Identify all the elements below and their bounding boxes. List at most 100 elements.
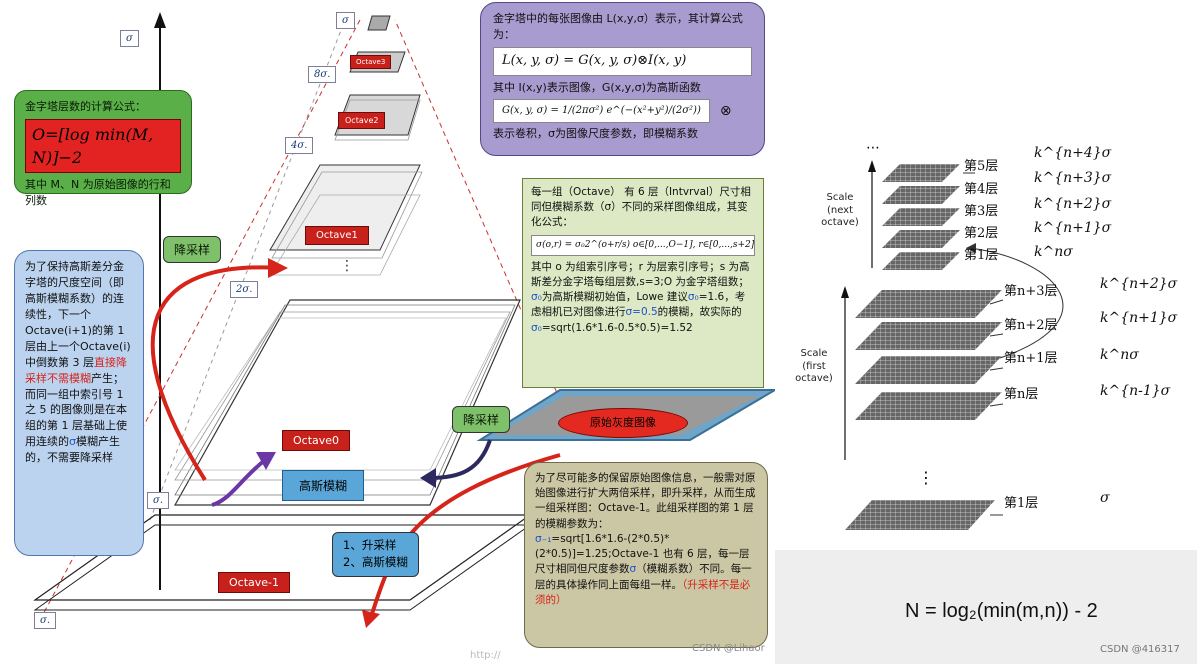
lg-p2a: 其中 o 为组索引序号；r 为层索引序号；s 为高斯差分金字塔每组层数,s=3;… [531,260,750,288]
left-watermark: CSDN @Lihaor [692,643,765,654]
first-slab-n3 [855,290,1002,318]
lg-formula: σ(o,r) = σ₀2^(o+r/s) o∈[0,...,O−1], r∈[0… [531,234,755,256]
downsample-arrow-red [150,265,281,482]
downsample-callout-1: 降采样 [163,236,222,263]
lg-sigma05: σ=0.5 [625,306,658,319]
purple-line1: 金字塔中的每张图像由 L(x,y,σ）表示，其计算公式为： [493,12,743,41]
next-k-1: k^nσ [1034,244,1073,260]
scale-first-label: Scale (first octave) [795,348,833,384]
first-slab-n1 [855,356,1002,384]
purple-formula1: L(x, y, σ) = G(x, y, σ)⊗I(x, y) [493,46,752,76]
lg-sigma0c: σ₀ [531,321,542,334]
left-url: http:// [470,650,501,661]
first-k-n2: k^{n+1}σ [1100,310,1178,326]
svg-text:⋮: ⋮ [340,258,354,274]
octave-minus1-label: Octave-1 [218,572,291,593]
next-slab-4 [882,186,960,204]
lg-sigma0: σ₀ [531,291,542,304]
lg-p2e: =sqrt(1.6*1.6-0.5*0.5)=1.52 [541,321,693,334]
lg-p2d: 的模糊，故实际的 [657,306,742,319]
octave0-slab [173,299,521,506]
octave1-label: Octave1 [305,226,369,245]
first-slab-n2 [855,322,1002,350]
lg-sigma0b: σ₀ [687,291,699,304]
khaki-t2: σ₋₁ [535,532,552,545]
octave-sigma-box: 每一组（Octave） 有 6 层（Intvrval）尺寸相同但模糊系数（σ）不… [522,178,764,388]
first-k-n3: k^{n+2}σ [1100,276,1178,292]
first-k-n: k^{n-1}σ [1100,383,1171,399]
next-slab-5 [882,164,960,182]
next-slab-2 [882,230,960,248]
blue-t5: 模糊产生的，不需要降采样 [25,435,120,465]
next-k-3: k^{n+2}σ [1034,196,1112,212]
next-layer-2: 第2层 [964,226,999,241]
next-slab-3 [882,208,960,226]
upsample-callout: 1、升采样 2、高斯模糊 [332,532,419,577]
layer-count-box: 金字塔层数的计算公式： O=[log min(M, N)]−2 其中 M、N 为… [14,90,192,207]
upsample-box: 为了尽可能多的保留原始图像信息，一般需对原始图像进行扩大两倍采样，即升采样，从而… [524,462,768,648]
tag-top-sigma: σ [336,12,355,29]
first-layer-n: 第n层 [1004,387,1039,402]
pyramid-count-formula: N = log₂(min(m,n)) - 2 [905,600,1098,622]
purple-formula2: G(x, y, σ) = 1/(2πσ²) e^(−(x²+y²)/(2σ²)) [493,98,710,124]
khaki-t3: =sqrt[1.6*1.6-(2*0.5)*(2*0.5)]=1.25;Octa… [535,532,750,576]
first-layer-n2: 第n+2层 [1004,318,1058,333]
first-k-1: σ [1100,490,1110,506]
next-layer-4: 第4层 [964,182,999,197]
first-layer-n1: 第n+1层 [1004,351,1058,366]
khaki-t5: （模糊系数）不同。每一层的具体操作同上面每组一样。 [535,563,752,591]
next-k-5: k^{n+4}σ [1034,145,1112,161]
blue-t4: σ [69,435,76,449]
first-k-n1: k^nσ [1100,347,1139,363]
khaki-t6: （升采样不是必须的） [535,578,751,606]
blue-t1: 为了保持高斯差分金字塔的尺度空间（即高斯模糊系数）的连续性，下一个Octave(… [25,260,131,369]
gaussian-blur-chip: 高斯模糊 [282,470,365,501]
next-layer-5: 第5层 [964,159,999,174]
next-k-2: k^{n+1}σ [1034,220,1112,236]
formula-bar [775,550,1197,664]
downsample-arrow-navy [429,439,492,480]
next-layer-1: 第1层 [964,248,999,263]
octave3-label: Octave3 [350,55,392,69]
downsample-curve [969,247,1064,359]
khaki-t4: σ [629,563,637,576]
next-k-4: k^{n+3}σ [1034,170,1112,186]
blue-t2: 直接降采样不需模糊 [25,355,127,385]
khaki-t1: 为了尽可能多的保留原始图像信息，一般需对原始图像进行扩大两倍采样，即升采样，从而… [535,472,756,530]
next-layer-3: 第3层 [964,204,999,219]
right-watermark: CSDN @416317 [1100,644,1180,655]
right-vdots: ⋮ [918,468,934,487]
lg-p2: 其中 o 为组索引序号；r 为层索引序号；s 为高斯差分金字塔每组层数,s=3;… [531,260,755,336]
octave0-label: Octave0 [282,430,351,451]
purple-line3: 表示卷积，σ为图像尺度参数，即模糊系数 [493,127,698,141]
upsample-arrow-red [368,453,561,621]
tag-2sigma: 2σ. [230,281,259,298]
tag-sigma0: σ. [147,492,170,509]
octave2-label: Octave2 [338,112,386,129]
lg-p2b: 为高斯模糊初始值，Lowe 建议 [541,291,688,304]
sigma-axis-label: σ [120,30,139,47]
next-slab-1 [882,252,960,270]
first-layer-1: 第1层 [1004,496,1039,511]
first-layer-n3: 第n+3层 [1004,284,1058,299]
blue-t3: 产生；而同一组中索引号 1 之 5 的图像则是在本组的第 1 层基础上使用连续的 [25,371,127,449]
original-gray-image-label: 原始灰度图像 [558,408,688,438]
layer-count-formula: O=[log min(M, N)]−2 [25,118,181,174]
otimes-icon: ⊗ [719,102,732,119]
right-top-dots: ⋯ [866,140,880,156]
purple-line2: 其中 I(x,y)表示图像，G(x,y,σ)为高斯函数 [493,80,701,94]
top-slab [367,15,391,31]
lg-p2c: =1.6，考虑相机已对图像进行 [531,291,746,319]
sigma-axis-arrow [154,12,166,28]
upsample-step2: 2、高斯模糊 [343,555,408,570]
gaussian-formula-box: 金字塔中的每张图像由 L(x,y,σ）表示，其计算公式为： L(x, y, σ)… [480,2,765,156]
layer-count-title: 金字塔层数的计算公式： [25,100,146,113]
first-slab-n [855,392,1002,420]
layer-count-note: 其中 M、N 为原始图像的行和列数 [25,178,171,208]
upsample-step1: 1、升采样 [343,538,397,552]
lg-p1: 每一组（Octave） 有 6 层（Intvrval）尺寸相同但模糊系数（σ）不… [531,186,751,229]
tag-4sigma: 4σ. [285,137,314,154]
continuity-box: 为了保持高斯差分金字塔的尺度空间（即高斯模糊系数）的连续性，下一个Octave(… [14,250,144,556]
blur-arrow-purple [211,458,267,507]
